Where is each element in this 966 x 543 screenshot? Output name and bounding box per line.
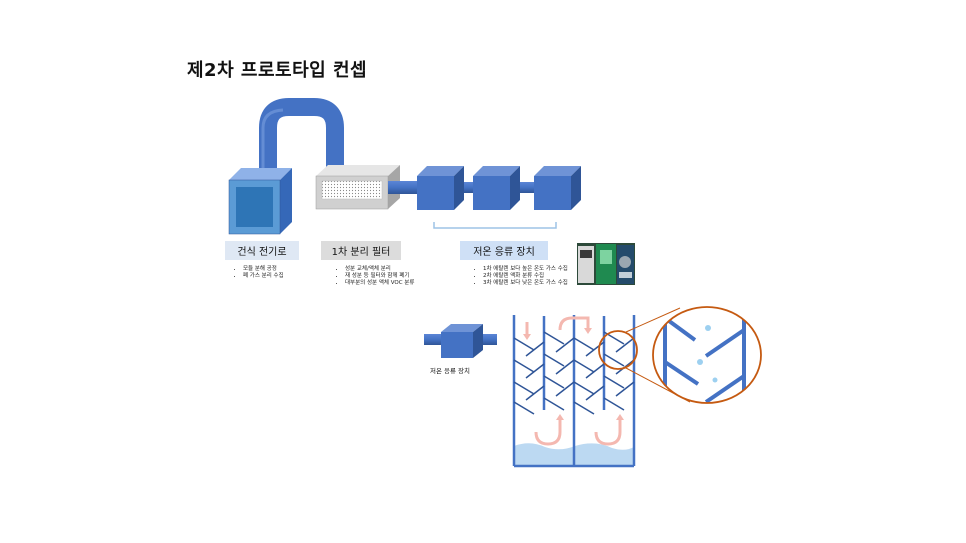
zoom-detail	[652, 306, 762, 404]
list-item: 1차 에탈렌 보다 높은 온도 가스 수집	[483, 266, 568, 273]
small-unit-caption: 저온 응류 장치	[430, 367, 471, 375]
primary-filter-notes: 성분 교체/액체 분리 재 성분 등 필터와 함께 폐기 대부분의 성분 액체 …	[333, 266, 414, 287]
list-item: 대부분의 성분 액체 VOC 분류	[345, 280, 414, 287]
label-condenser: 저온 응류 장치	[460, 241, 548, 260]
overhead-pipe	[259, 98, 344, 172]
list-item: 2차 에탈렌 액화 분류 수집	[483, 273, 568, 280]
list-item: 3차 에탈렌 보다 낮은 온도 가스 수집	[483, 280, 568, 287]
list-item: 성분 교체/액체 분리	[345, 266, 414, 273]
list-item: 재 성분 등 필터와 함께 폐기	[345, 273, 414, 280]
condenser-box-2	[473, 166, 520, 210]
label-dry-furnace: 건식 전기로	[225, 241, 299, 260]
condenser-notes: 1차 에탈렌 보다 높은 온도 가스 수집 2차 에탈렌 액화 분류 수집 3차…	[471, 266, 568, 287]
list-item: 폐 가스 분리 수집	[243, 273, 284, 280]
page-title: 제2차 프로토타입 컨셉	[187, 60, 368, 81]
label-primary-filter: 1차 분리 필터	[321, 241, 401, 260]
primary-filter-box	[315, 165, 400, 210]
equipment-photo	[577, 243, 635, 285]
condenser-box-1	[417, 166, 464, 210]
condenser-cross-section	[512, 315, 636, 468]
dry-furnace-box	[228, 168, 292, 235]
connector-pipes	[388, 181, 536, 194]
small-condenser-unit	[424, 324, 497, 358]
condenser-box-3	[534, 166, 581, 210]
list-item: 모듈 분해 공정	[243, 266, 284, 273]
condenser-bracket	[433, 222, 557, 229]
dry-furnace-notes: 모듈 분해 공정 폐 가스 분리 수집	[231, 266, 284, 280]
